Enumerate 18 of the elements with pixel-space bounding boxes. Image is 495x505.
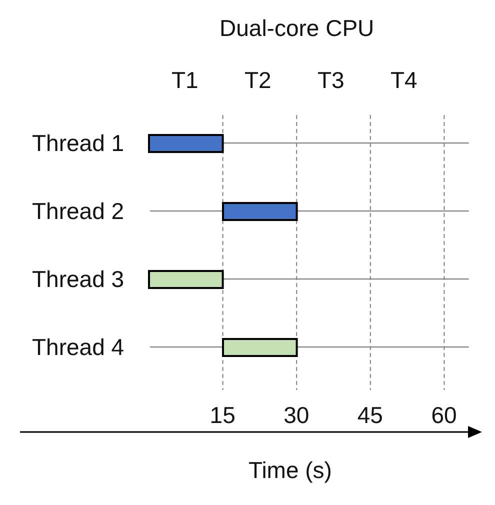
- thread-bar: [222, 202, 298, 220]
- interval-label: T2: [244, 67, 272, 93]
- tick-label: 45: [357, 402, 383, 428]
- thread-label: Thread 1: [32, 130, 124, 156]
- interval-label: T4: [390, 67, 418, 93]
- tick-label: 30: [284, 402, 310, 428]
- thread-bar: [222, 338, 298, 356]
- thread-label: Thread 3: [32, 266, 124, 292]
- thread-bar: [148, 270, 224, 288]
- thread-label: Thread 4: [32, 334, 124, 360]
- tick-label: 60: [431, 402, 457, 428]
- thread-bar: [148, 134, 224, 152]
- axis-title: Time (s): [248, 457, 332, 483]
- thread-label: Thread 2: [32, 198, 124, 224]
- interval-label: T3: [318, 67, 344, 93]
- tick-label: 15: [210, 402, 236, 428]
- interval-label: T1: [172, 67, 198, 93]
- chart-title: Dual-core CPU: [220, 15, 374, 41]
